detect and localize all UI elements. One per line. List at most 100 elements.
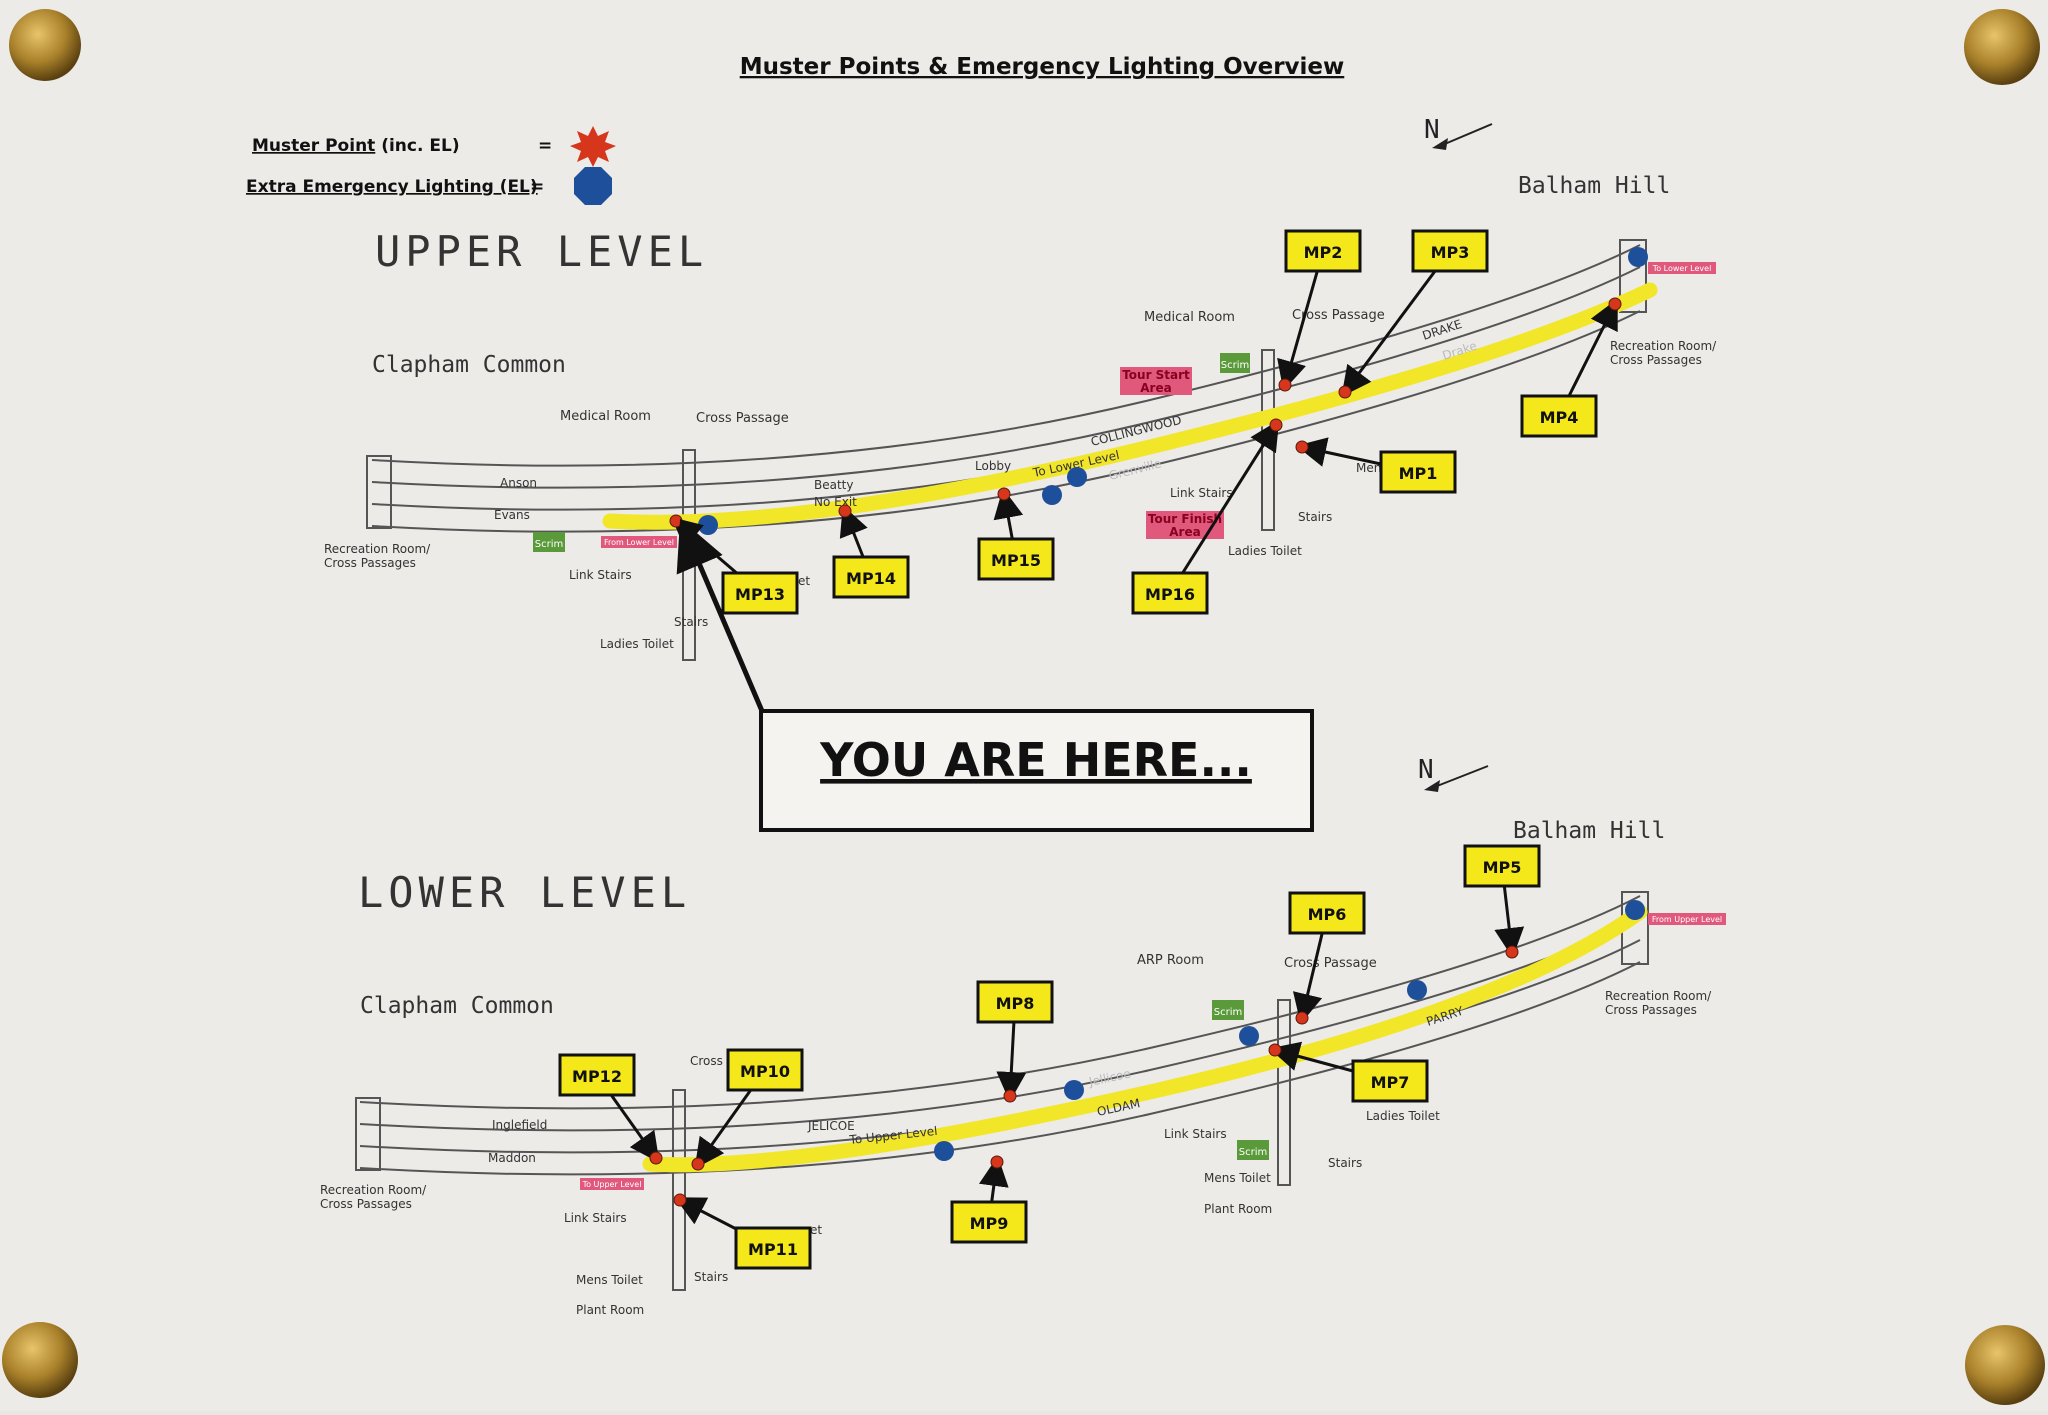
scrim-sign — [1212, 1000, 1244, 1020]
pin-icon — [1964, 9, 2040, 85]
area-label: Mens Toilet — [1204, 1171, 1271, 1185]
scrim-text: Scrim — [535, 539, 563, 550]
tour-finish-text: Tour Finish — [1148, 512, 1222, 526]
area-label: Cross — [690, 1054, 723, 1068]
tunnel-label: Lobby — [975, 459, 1011, 473]
area-label: Recreation Room/ — [1610, 339, 1717, 353]
area-label: Medical Room — [1144, 310, 1235, 325]
muster-point-icon — [1268, 1043, 1282, 1057]
muster-point-icon — [1003, 1089, 1017, 1103]
muster-point-icon — [673, 1193, 687, 1207]
muster-label-mp10: MP10 — [691, 1048, 804, 1171]
extra-el-icon — [1042, 485, 1062, 505]
muster-point-icon — [1295, 440, 1309, 454]
muster-label-mp12: MP12 — [558, 1053, 663, 1165]
area-label: Mens Toilet — [576, 1273, 643, 1287]
muster-point-icon — [1608, 297, 1622, 311]
north-arrow-lower: N — [1418, 755, 1489, 792]
muster-label-text: MP12 — [572, 1067, 622, 1086]
extra-el-icon — [934, 1141, 954, 1161]
tour-finish-text: Area — [1169, 525, 1200, 539]
area-label: Cross Passages — [1610, 353, 1702, 367]
muster-label-mp6: MP6 — [1288, 891, 1366, 1025]
area-label: Stairs — [1328, 1156, 1362, 1170]
area-label: Cross Passage — [696, 411, 789, 426]
area-label: Cross Passage — [1284, 956, 1377, 971]
legend-equals: = — [530, 177, 544, 197]
muster-label-mp2: MP2 — [1277, 229, 1362, 392]
legend-equals: = — [538, 136, 552, 156]
muster-label-text: MP14 — [846, 569, 896, 588]
tunnel-label: Evans — [494, 508, 530, 522]
muster-label-text: MP7 — [1371, 1073, 1410, 1092]
tunnel-label: JELICOE — [807, 1119, 855, 1133]
muster-point-icon — [649, 1151, 663, 1165]
area-label: Cross Passages — [1605, 1003, 1697, 1017]
muster-label-mp4: MP4 — [1520, 297, 1622, 438]
tour-start-text: Area — [1140, 381, 1171, 395]
area-label: Ladies Toilet — [1228, 544, 1302, 558]
scrim-sign — [1220, 353, 1250, 373]
area-label: Plant Room — [576, 1303, 644, 1317]
muster-label-mp7: MP7 — [1268, 1041, 1429, 1103]
page-title: Muster Points & Emergency Lighting Overv… — [740, 54, 1345, 80]
area-label: et — [810, 1223, 822, 1237]
muster-label-text: MP10 — [740, 1062, 790, 1081]
muster-label-mp8: MP8 — [976, 980, 1054, 1103]
muster-point-icon — [1269, 418, 1283, 432]
muster-label-mp15: MP15 — [977, 487, 1055, 581]
area-label: Cross Passages — [324, 556, 416, 570]
area-label: Medical Room — [560, 409, 651, 424]
lower-left-station: Clapham Common — [360, 993, 554, 1019]
you-are-here-arrow — [676, 518, 765, 712]
legend-muster-label: Muster Point (inc. EL) — [252, 136, 460, 156]
area-label: ARP Room — [1137, 953, 1204, 968]
tour-start-text: Tour Start — [1122, 368, 1190, 382]
area-label: Link Stairs — [1170, 486, 1233, 500]
tunnel-label: No Exit — [814, 495, 857, 509]
to-upper-text: To Upper Level — [582, 1180, 642, 1189]
muster-label-text: MP2 — [1304, 243, 1343, 262]
muster-point-icon — [1505, 945, 1519, 959]
muster-label-text: MP9 — [970, 1214, 1009, 1233]
muster-label-text: MP3 — [1431, 243, 1470, 262]
muster-point-icon — [997, 487, 1011, 501]
upper-left-station: Clapham Common — [372, 352, 566, 378]
tour-finish-sign — [1146, 511, 1224, 539]
area-label: Ladies Toilet — [1366, 1109, 1440, 1123]
north-label: N — [1418, 755, 1434, 785]
from-lower-sign — [601, 536, 677, 548]
pin-icon — [1965, 1325, 2045, 1405]
scrim-text: Scrim — [1239, 1147, 1267, 1158]
muster-point-icon — [1278, 378, 1292, 392]
extra-el-icon — [1625, 900, 1645, 920]
extra-el-icon — [698, 515, 718, 535]
area-label: Recreation Room/ — [320, 1183, 427, 1197]
pin-icon — [2, 1322, 78, 1398]
muster-label-mp11: MP11 — [673, 1193, 812, 1270]
scrim-text: Scrim — [1221, 360, 1249, 371]
upper-level-heading: UPPER LEVEL — [375, 227, 708, 276]
muster-label-mp14: MP14 — [832, 504, 910, 599]
tunnel-label: Beatty — [814, 478, 853, 492]
muster-point-icon — [570, 126, 616, 167]
area-label: Link Stairs — [569, 568, 632, 582]
north-label: N — [1424, 115, 1440, 145]
extra-el-icon — [1628, 247, 1648, 267]
extra-el-icon — [1407, 980, 1427, 1000]
you-are-here-text: YOU ARE HERE... — [819, 733, 1252, 787]
you-are-here-box — [759, 709, 1314, 832]
from-upper-text: From Upper Level — [1652, 915, 1722, 924]
tunnel-label: Inglefield — [492, 1118, 547, 1132]
scrim-text: Scrim — [1214, 1007, 1242, 1018]
lower-right-station: Balham Hill — [1513, 818, 1665, 844]
muster-label-text: MP5 — [1483, 858, 1522, 877]
to-lower-text: To Lower Level — [1652, 264, 1712, 273]
area-label: Cross Passages — [320, 1197, 412, 1211]
tour-start-sign — [1120, 367, 1192, 395]
muster-label-text: MP4 — [1540, 408, 1579, 427]
